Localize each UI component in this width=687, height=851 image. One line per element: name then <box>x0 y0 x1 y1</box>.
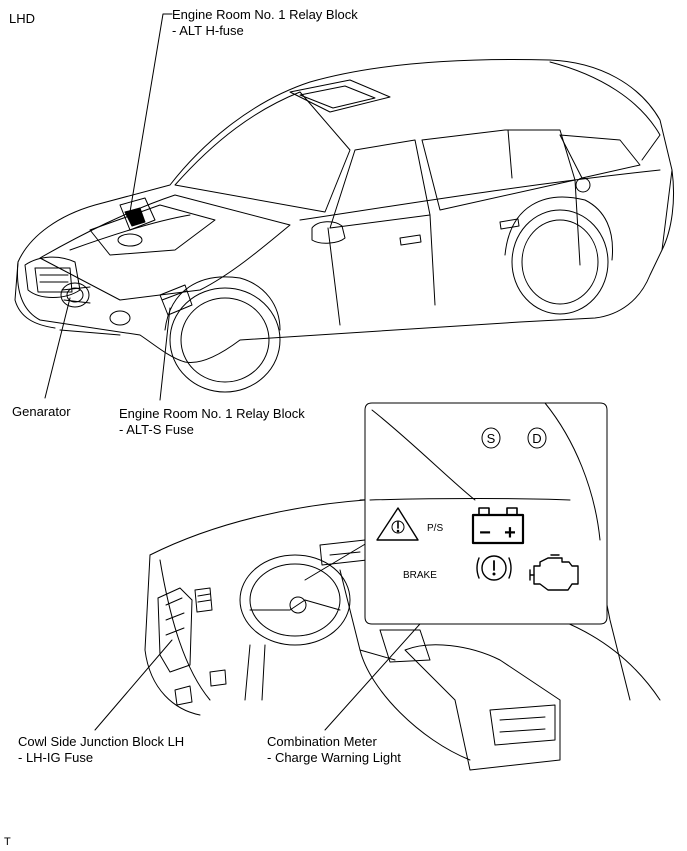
s-indicator: S <box>481 427 501 449</box>
meter-line1: Combination Meter <box>267 734 377 749</box>
d-indicator-text: D <box>532 431 541 446</box>
cowl-line2: - LH-IG Fuse <box>18 750 94 765</box>
alt-s-fuse-label: Engine Room No. 1 Relay Block - ALT-S Fu… <box>119 406 305 438</box>
meter-line2: - Charge Warning Light <box>267 750 401 765</box>
cowl-line1: Cowl Side Junction Block LH <box>18 734 185 749</box>
combination-meter-inset <box>364 402 608 625</box>
generator-label: Genarator <box>12 404 71 419</box>
generator-leader <box>44 297 71 399</box>
brake-text: BRAKE <box>403 570 437 581</box>
drive-side-label: LHD <box>9 11 36 26</box>
car-illustration <box>14 59 674 393</box>
d-indicator: D <box>527 427 547 449</box>
alt-h-line2: - ALT H-fuse <box>172 23 244 38</box>
cowl-leader <box>94 639 173 731</box>
engine-check-icon <box>529 554 579 591</box>
alt-h-line1: Engine Room No. 1 Relay Block <box>172 7 358 22</box>
brake-circle-icon <box>476 555 512 581</box>
cowl-junction-label: Cowl Side Junction Block LH - LH-IG Fuse <box>18 734 184 766</box>
meter-callout-line <box>304 539 373 581</box>
warning-triangle-icon <box>376 507 419 541</box>
battery-minus: − <box>479 522 491 544</box>
combination-meter-label: Combination Meter - Charge Warning Light <box>267 734 401 766</box>
alt-s-leader <box>159 307 171 401</box>
dashboard-illustration <box>144 491 661 771</box>
battery-icon: − + <box>471 507 525 545</box>
footer-mark: T <box>4 836 11 848</box>
alt-s-line1: Engine Room No. 1 Relay Block <box>119 406 305 421</box>
s-indicator-text: S <box>487 431 496 446</box>
battery-plus: + <box>504 522 516 544</box>
alt-h-fuse-label: Engine Room No. 1 Relay Block - ALT H-fu… <box>172 7 358 39</box>
alt-s-line2: - ALT-S Fuse <box>119 422 194 437</box>
ps-text: P/S <box>427 523 443 534</box>
alt-h-leader <box>129 13 173 213</box>
